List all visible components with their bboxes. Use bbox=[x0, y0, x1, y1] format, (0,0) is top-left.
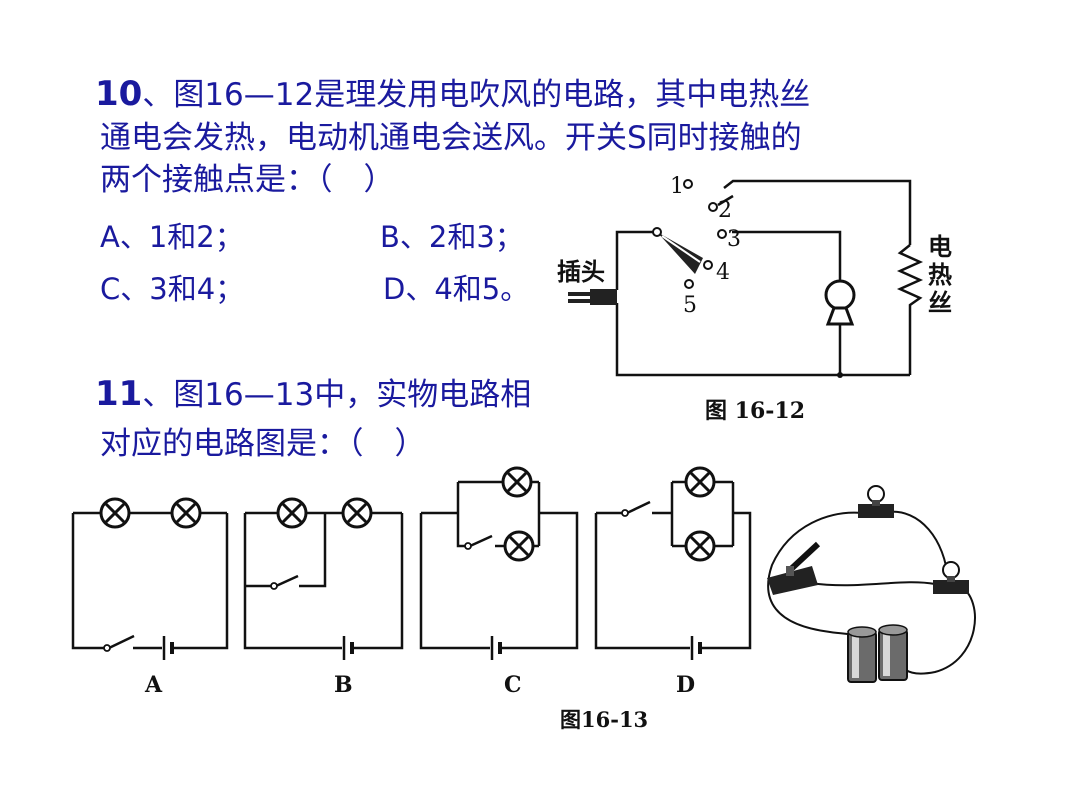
bulb-icon bbox=[501, 466, 533, 498]
question-11-text-1: 、图16—13中，实物电路相 bbox=[142, 377, 532, 413]
question-10-line-3: 两个接触点是：（ ） bbox=[100, 162, 395, 198]
bulb-icon bbox=[503, 530, 535, 562]
contact-1-icon bbox=[683, 179, 693, 189]
circuit-label-b: B bbox=[334, 672, 353, 698]
bulb-icon bbox=[99, 497, 131, 529]
heater-label-3: 丝 bbox=[928, 288, 952, 317]
bulb-icon bbox=[341, 497, 373, 529]
battery-icon bbox=[162, 634, 174, 662]
question-10-text-1: 、图16—12是理发用电吹风的电路，其中电热丝 bbox=[142, 77, 811, 113]
contact-4-label: 4 bbox=[716, 260, 730, 285]
figure-16-13-caption: 图16-13 bbox=[560, 707, 648, 732]
contact-2-icon bbox=[708, 202, 718, 212]
question-11-line-1: 11、图16—13中，实物电路相 bbox=[95, 372, 531, 417]
contact-3-icon bbox=[717, 229, 727, 239]
bulb-icon bbox=[684, 530, 716, 562]
option-b: B、2和3； bbox=[380, 220, 524, 254]
plug-icon bbox=[568, 289, 617, 305]
contact-1-label: 1 bbox=[670, 174, 684, 199]
contact-3-label: 3 bbox=[727, 227, 741, 252]
bulb-icon bbox=[684, 466, 716, 498]
circuit-label-c: C bbox=[504, 672, 522, 698]
heater-label-1: 电 bbox=[928, 232, 952, 261]
question-10-number: 10 bbox=[95, 74, 143, 114]
question-11-number: 11 bbox=[95, 374, 143, 414]
bulb-icon bbox=[276, 497, 308, 529]
option-d: D、4和5。 bbox=[383, 272, 530, 306]
plug-label: 插头 bbox=[557, 257, 605, 286]
lamp-holder-icon bbox=[858, 485, 894, 518]
battery-icon bbox=[490, 634, 502, 662]
option-a: A、1和2； bbox=[100, 220, 244, 254]
lamp-holder-icon bbox=[933, 561, 969, 594]
contact-2-label: 2 bbox=[718, 198, 732, 223]
circuit-label-d: D bbox=[676, 672, 695, 698]
contact-5-label: 5 bbox=[683, 293, 697, 318]
circuit-label-a: A bbox=[144, 672, 163, 698]
knife-switch-icon bbox=[767, 541, 821, 595]
physical-circuit bbox=[767, 485, 976, 683]
battery-icon bbox=[342, 634, 354, 662]
contact-5-icon bbox=[684, 279, 694, 289]
heater-label-2: 热 bbox=[928, 260, 952, 289]
bulb-icon bbox=[170, 497, 202, 529]
contact-4-icon bbox=[703, 260, 713, 270]
question-10-line-2: 通电会发热，电动机通电会送风。开关S同时接触的 bbox=[100, 120, 802, 156]
option-c: C、3和4； bbox=[100, 272, 245, 306]
question-11-line-2: 对应的电路图是：（ ） bbox=[100, 426, 426, 462]
figure-16-12-caption: 图 16-12 bbox=[705, 398, 805, 424]
battery-pack-icon bbox=[847, 624, 908, 683]
question-10-line-1: 10、图16—12是理发用电吹风的电路，其中电热丝 bbox=[95, 72, 810, 117]
battery-icon bbox=[690, 634, 702, 662]
